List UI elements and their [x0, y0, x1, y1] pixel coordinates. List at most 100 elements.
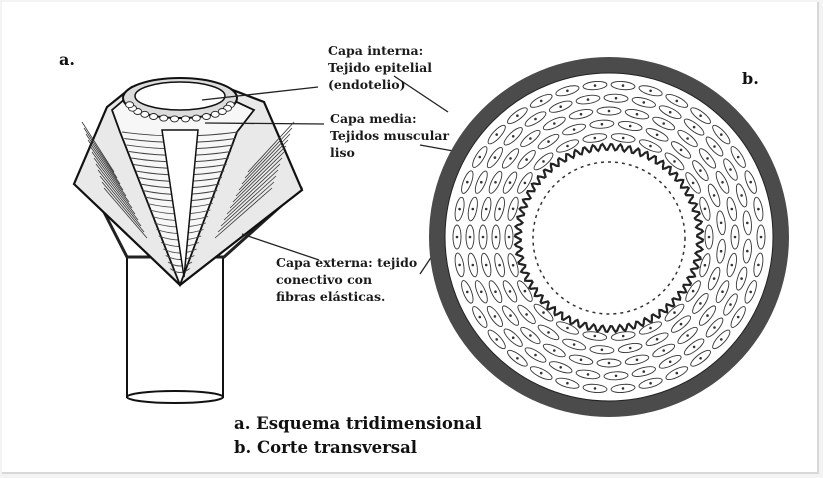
cell-nucleus	[573, 343, 576, 346]
cell-nucleus	[512, 135, 515, 138]
cell-nucleus	[466, 181, 469, 184]
cell-nucleus	[706, 314, 709, 317]
cell-nucleus	[587, 98, 590, 101]
cell-nucleus	[494, 315, 497, 318]
cell-nucleus	[734, 236, 737, 239]
cell-nucleus	[601, 349, 604, 352]
cell-nucleus	[731, 264, 734, 267]
cell-nucleus	[721, 181, 724, 184]
cell-nucleus	[622, 387, 625, 390]
cell-nucleus	[573, 128, 576, 131]
cell-nucleus	[704, 264, 707, 267]
cell-nucleus	[636, 113, 639, 116]
cell-nucleus	[720, 250, 723, 253]
endothelial-cell	[150, 114, 158, 120]
cell-nucleus	[699, 357, 702, 360]
cell-nucleus	[509, 157, 512, 160]
cell-nucleus	[740, 277, 743, 280]
cell-nucleus	[608, 362, 611, 365]
cell-nucleus	[495, 236, 498, 239]
cell-nucleus	[643, 370, 646, 373]
cell-nucleus	[622, 335, 625, 338]
cell-nucleus	[534, 354, 537, 357]
caption-b: b. Corte transversal	[234, 438, 417, 457]
cell-nucleus	[494, 290, 497, 293]
cell-nucleus	[542, 311, 545, 314]
cell-nucleus	[508, 236, 511, 239]
cell-nucleus	[498, 264, 501, 267]
cell-nucleus	[559, 105, 562, 108]
cell-nucleus	[720, 133, 723, 136]
endothelial-cell	[160, 115, 168, 121]
cell-nucleus	[757, 264, 760, 267]
cell-nucleus	[547, 140, 550, 143]
cell-nucleus	[485, 264, 488, 267]
cell-nucleus	[480, 181, 483, 184]
cell-nucleus	[509, 314, 512, 317]
cell-nucleus	[699, 302, 702, 305]
cell-nucleus	[757, 208, 760, 211]
cell-nucleus	[524, 182, 527, 185]
cell-nucleus	[580, 113, 583, 116]
cell-nucleus	[729, 168, 732, 171]
cell-nucleus	[746, 250, 749, 253]
cell-nucleus	[713, 145, 716, 148]
cell-nucleus	[472, 264, 475, 267]
cell-nucleus	[480, 291, 483, 294]
cell-nucleus	[566, 382, 569, 385]
cell-nucleus	[529, 334, 532, 337]
cell-nucleus	[512, 208, 515, 211]
caption-a: a. Esquema tridimensional	[234, 414, 482, 433]
cell-nucleus	[594, 387, 597, 390]
cell-nucleus	[512, 264, 515, 267]
endothelial-cell	[192, 115, 200, 121]
cell-nucleus	[760, 236, 763, 239]
cell-nucleus	[525, 313, 528, 316]
cell-nucleus	[566, 90, 569, 93]
cell-nucleus	[720, 222, 723, 225]
label-capa-interna: Capa interna: Tejido epitelial (endoteli…	[328, 42, 432, 93]
cell-nucleus	[721, 290, 724, 293]
cell-nucleus	[553, 349, 556, 352]
cell-nucleus	[529, 137, 532, 140]
cell-nucleus	[692, 290, 695, 293]
cell-nucleus	[737, 156, 740, 159]
cell-nucleus	[509, 181, 512, 184]
cell-nucleus	[580, 359, 583, 362]
cell-nucleus	[673, 160, 676, 163]
cell-nucleus	[458, 208, 461, 211]
cell-nucleus	[649, 382, 652, 385]
cell-nucleus	[720, 338, 723, 341]
cell-nucleus	[680, 323, 683, 326]
cell-nucleus	[594, 335, 597, 338]
cell-nucleus	[479, 316, 482, 319]
cell-nucleus	[524, 290, 527, 293]
cell-nucleus	[740, 194, 743, 197]
cell-nucleus	[656, 338, 659, 341]
cell-nucleus	[629, 125, 632, 128]
cell-nucleus	[686, 334, 689, 337]
cell-nucleus	[699, 114, 702, 117]
cell-nucleus	[566, 145, 569, 148]
cell-nucleus	[482, 236, 485, 239]
cell-nucleus	[594, 137, 597, 140]
cell-nucleus	[594, 84, 597, 87]
cell-nucleus	[495, 338, 498, 341]
endothelial-cell	[182, 116, 190, 122]
cell-nucleus	[509, 290, 512, 293]
cell-nucleus	[656, 134, 659, 137]
cell-nucleus	[713, 194, 716, 197]
vessel-cross-section	[429, 57, 789, 417]
cell-nucleus	[469, 236, 472, 239]
cell-nucleus	[693, 346, 696, 349]
label-capa-externa: Capa externa: tejido conectivo con fibra…	[276, 254, 417, 305]
cell-nucleus	[559, 366, 562, 369]
cell-nucleus	[693, 126, 696, 129]
cell-nucleus	[692, 182, 695, 185]
cell-nucleus	[676, 372, 679, 375]
cell-nucleus	[669, 361, 672, 364]
cell-nucleus	[547, 331, 550, 334]
cell-nucleus	[676, 100, 679, 103]
